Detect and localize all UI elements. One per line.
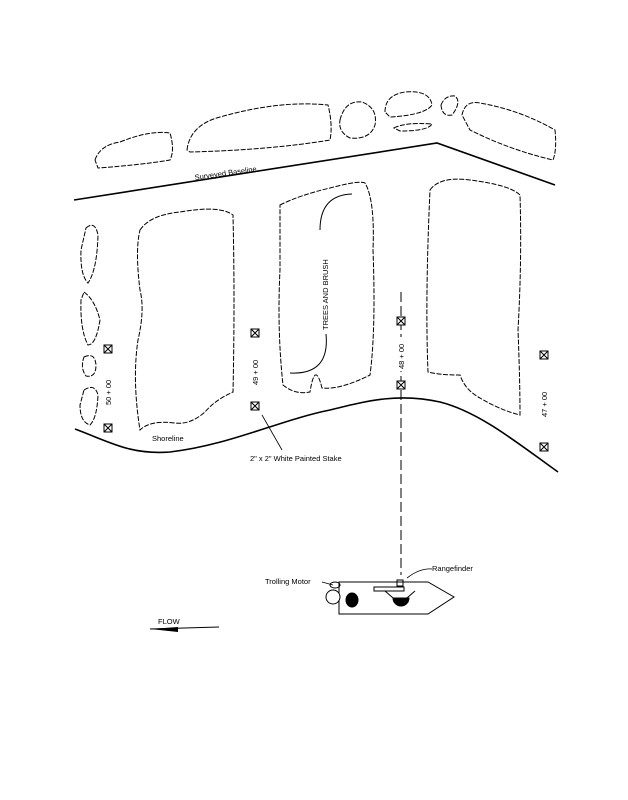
blob-mid-2 xyxy=(278,181,375,394)
operator-icon xyxy=(345,592,359,608)
blob-top-1 xyxy=(94,131,173,169)
stake-icon xyxy=(250,401,260,411)
station-48: 48 + 00 xyxy=(397,344,406,369)
blob-left-1 xyxy=(80,224,99,284)
blob-left-3 xyxy=(81,355,97,377)
blob-top-4 xyxy=(384,91,433,118)
shoreline xyxy=(74,397,559,473)
stake-icon xyxy=(539,442,549,452)
flow-label: FLOW xyxy=(158,617,181,626)
stake-pointer xyxy=(261,414,283,451)
flow-arrow-curve xyxy=(289,193,353,374)
baseline-label: Surveyed Baseline xyxy=(194,164,257,182)
stake-icon xyxy=(539,350,549,360)
vegetation-blobs xyxy=(79,91,557,432)
blob-top-3 xyxy=(339,101,376,139)
stake-label: 2" x 2" White Painted Stake xyxy=(250,454,342,463)
rangefinder-mount-icon xyxy=(373,586,405,592)
rangefinder-label: Rangefinder xyxy=(432,564,473,573)
boat xyxy=(325,579,455,615)
blob-top-5 xyxy=(392,123,433,132)
blob-left-2 xyxy=(80,291,101,346)
trolling-motor-icon xyxy=(329,581,341,589)
stake-icon xyxy=(103,423,113,433)
blob-left-4 xyxy=(79,386,99,426)
surveyed-baseline xyxy=(73,142,556,201)
stake-icon xyxy=(396,316,406,326)
observer-icon xyxy=(392,597,410,607)
trolling-motor-label: Trolling Motor xyxy=(265,577,311,586)
trees-label: TREES AND BRUSH xyxy=(321,259,330,330)
blob-right xyxy=(426,178,522,416)
blob-mid-1 xyxy=(134,208,235,432)
shoreline-label: Shoreline xyxy=(152,434,184,443)
rangefinder-icon xyxy=(396,579,404,587)
station-50: 50 + 00 xyxy=(104,380,113,405)
motor-prop-icon xyxy=(325,589,341,605)
station-47: 47 + 00 xyxy=(540,392,549,417)
stake-icon xyxy=(250,328,260,338)
blob-top-6 xyxy=(440,95,459,116)
station-49: 49 + 00 xyxy=(251,360,260,385)
stake-icon xyxy=(396,380,406,390)
stakes xyxy=(103,316,549,452)
stake-icon xyxy=(103,344,113,354)
blob-top-7 xyxy=(461,102,557,161)
flow-arrow-icon xyxy=(149,626,220,632)
blob-top-2 xyxy=(186,103,332,153)
